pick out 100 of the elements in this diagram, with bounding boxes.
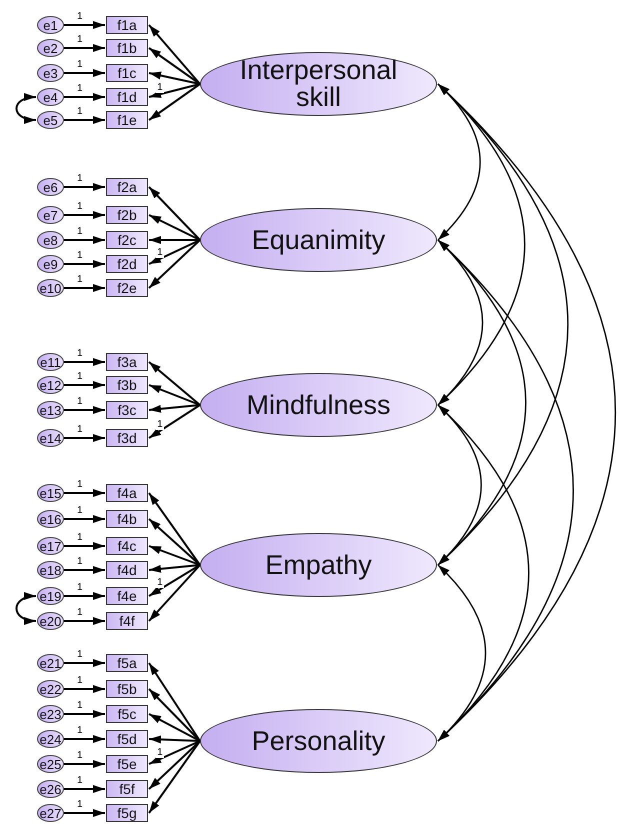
indicator-box: f1d (106, 88, 148, 106)
factor-loading-arrow (148, 404, 201, 439)
error-term-circle: e13 (37, 401, 64, 419)
latent-variable-ellipse: Personality (200, 709, 437, 773)
indicator-box: f5g (106, 804, 148, 822)
indicator-box: f3b (106, 376, 148, 394)
error-term-circle: e27 (37, 804, 64, 822)
indicator-box: f5a (106, 654, 148, 672)
covariance-arrow (438, 564, 486, 742)
covariance-arrow (16, 94, 36, 124)
covariance-arrow (16, 593, 36, 624)
error-term-circle: e9 (37, 255, 64, 273)
error-term-circle: e18 (37, 561, 64, 579)
error-term-circle: e20 (37, 612, 64, 630)
error-path-arrow (64, 592, 105, 600)
factor-loading-arrow (148, 735, 200, 744)
error-path-arrow (64, 69, 105, 77)
path-coefficient: 1 (76, 174, 84, 184)
indicator-box: f3d (106, 429, 148, 447)
indicator-box: f2b (106, 206, 148, 224)
error-term-circle: e8 (37, 231, 64, 249)
error-term-circle: e24 (37, 730, 64, 748)
error-path-arrow (64, 284, 105, 292)
path-coefficient: 1 (76, 650, 84, 660)
error-path-arrow (64, 735, 105, 743)
path-coefficient: 1 (76, 349, 84, 359)
error-term-circle: e2 (37, 39, 64, 57)
error-path-arrow (64, 710, 105, 718)
factor-loading-arrow (148, 545, 200, 566)
factor-loading-arrow (148, 518, 201, 566)
indicator-box: f2c (106, 231, 148, 249)
indicator-box: f4f (106, 612, 148, 630)
indicator-box: f1e (106, 111, 148, 129)
indicator-box: f4b (106, 510, 148, 528)
path-coefficient: 1 (156, 748, 164, 758)
indicator-box: f4e (106, 587, 148, 605)
factor-loading-arrow (148, 361, 201, 406)
factor-loading-arrow (148, 662, 201, 742)
path-coefficient: 1 (76, 800, 84, 810)
path-coefficient: 1 (76, 751, 84, 761)
path-coefficient: 1 (76, 676, 84, 686)
path-coefficient: 1 (76, 425, 84, 435)
indicator-box: f5c (106, 705, 148, 723)
error-term-circle: e7 (37, 206, 64, 224)
error-path-arrow (64, 515, 105, 523)
indicator-box: f4c (106, 537, 148, 555)
factor-loading-arrow (148, 740, 200, 765)
indicator-box: f3c (106, 401, 148, 419)
indicator-box: f5e (106, 755, 148, 773)
path-coefficient: 1 (156, 420, 164, 430)
path-coefficient: 1 (76, 227, 84, 237)
path-coefficient: 1 (76, 583, 84, 593)
error-term-circle: e16 (37, 510, 64, 528)
latent-variable-ellipse: Equanimity (200, 208, 437, 272)
path-coefficient: 1 (76, 251, 84, 261)
factor-loading-arrow (148, 214, 200, 241)
error-term-circle: e25 (37, 755, 64, 773)
indicator-box: f5b (106, 680, 148, 698)
factor-loading-arrow (148, 740, 201, 814)
error-path-arrow (64, 260, 105, 268)
error-path-arrow (64, 381, 105, 389)
factor-loading-arrow (148, 564, 201, 622)
error-path-arrow (64, 93, 105, 101)
indicator-box: f4a (106, 484, 148, 502)
path-coefficient: 1 (76, 557, 84, 567)
error-term-circle: e14 (37, 429, 64, 447)
path-coefficient: 1 (76, 107, 84, 117)
factor-loading-arrow (148, 186, 201, 241)
error-term-circle: e6 (37, 178, 64, 196)
factor-loading-arrow (148, 404, 200, 413)
error-term-circle: e10 (37, 279, 64, 297)
error-term-circle: e11 (37, 353, 64, 371)
indicator-box: f2e (106, 279, 148, 297)
error-term-circle: e3 (37, 64, 64, 82)
error-path-arrow (64, 434, 105, 442)
path-coefficient: 1 (156, 82, 164, 93)
error-path-arrow (64, 489, 105, 497)
path-coefficient: 1 (76, 533, 84, 543)
indicator-box: f1b (106, 39, 148, 57)
error-path-arrow (64, 542, 105, 550)
error-path-arrow (64, 116, 105, 124)
path-coefficient: 1 (76, 608, 84, 618)
path-coefficient: 1 (76, 60, 84, 70)
error-term-circle: e19 (37, 587, 64, 605)
indicator-box: f5d (106, 730, 148, 748)
error-path-arrow (64, 659, 105, 667)
error-path-arrow (64, 617, 105, 625)
indicator-box: f2d (106, 255, 148, 273)
error-term-circle: e5 (37, 111, 64, 129)
error-term-circle: e22 (37, 680, 64, 698)
error-path-arrow (64, 183, 105, 191)
latent-variable-ellipse: Interpersonal skill (200, 52, 437, 116)
path-coefficient: 1 (76, 275, 84, 285)
factor-loading-arrow (148, 72, 200, 85)
indicator-box: f5f (106, 780, 148, 798)
factor-loading-arrow (148, 239, 201, 289)
indicator-box: f4d (106, 561, 148, 579)
error-path-arrow (64, 44, 105, 52)
path-coefficient: 1 (76, 480, 84, 490)
path-coefficient: 1 (76, 202, 84, 212)
